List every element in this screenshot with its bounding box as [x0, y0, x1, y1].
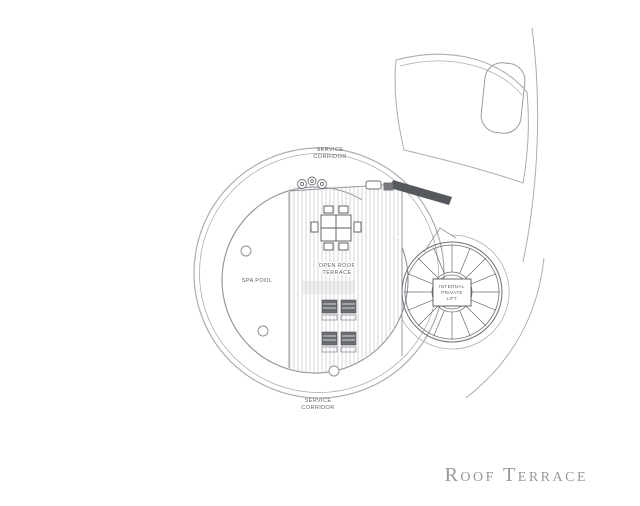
watermark: [303, 281, 355, 294]
planter-pots: [297, 176, 394, 191]
chair: [353, 221, 362, 233]
label-service-corridor-bottom: SERVICE: [305, 398, 332, 404]
bench: [365, 180, 382, 190]
planter-box: [383, 182, 394, 191]
svg-text:CORRIDOR: CORRIDOR: [313, 154, 346, 160]
curved-window: [480, 62, 526, 134]
stair-treads: [404, 244, 500, 340]
plan-title-caption: Roof Terrace: [444, 464, 588, 486]
chair: [338, 205, 349, 214]
svg-text:LIFT: LIFT: [446, 296, 457, 301]
chair: [323, 242, 334, 251]
sun-loungers: [321, 299, 357, 353]
stair-landing-band: [390, 180, 452, 205]
right-edge-curved-walls: [465, 27, 545, 399]
sail-wall: [394, 53, 529, 184]
chair: [323, 205, 334, 214]
svg-text:TERRACE: TERRACE: [322, 270, 351, 276]
label-spa-pool: SPA POOL: [242, 278, 272, 284]
lift-box: [432, 278, 472, 307]
terrace-circle: [221, 186, 409, 374]
svg-text:PRIVATE: PRIVATE: [441, 290, 463, 295]
chair: [310, 221, 319, 233]
chair: [338, 242, 349, 251]
label-open-roof-terrace: OPEN ROOF: [319, 263, 356, 269]
plan-labels: SERVICE CORRIDOR OPEN ROOF TERRACE SPA P…: [242, 147, 465, 411]
spiral-stair: [399, 227, 510, 350]
round-features: [240, 245, 340, 377]
label-lift: INTERNAL: [439, 284, 465, 289]
label-service-corridor-top: SERVICE: [317, 147, 344, 153]
svg-text:CORRIDOR: CORRIDOR: [301, 405, 334, 411]
stair-outer-ring-arc: [399, 234, 510, 350]
stair-entry-wedge: [423, 227, 457, 253]
dining-table-set: [310, 205, 362, 251]
